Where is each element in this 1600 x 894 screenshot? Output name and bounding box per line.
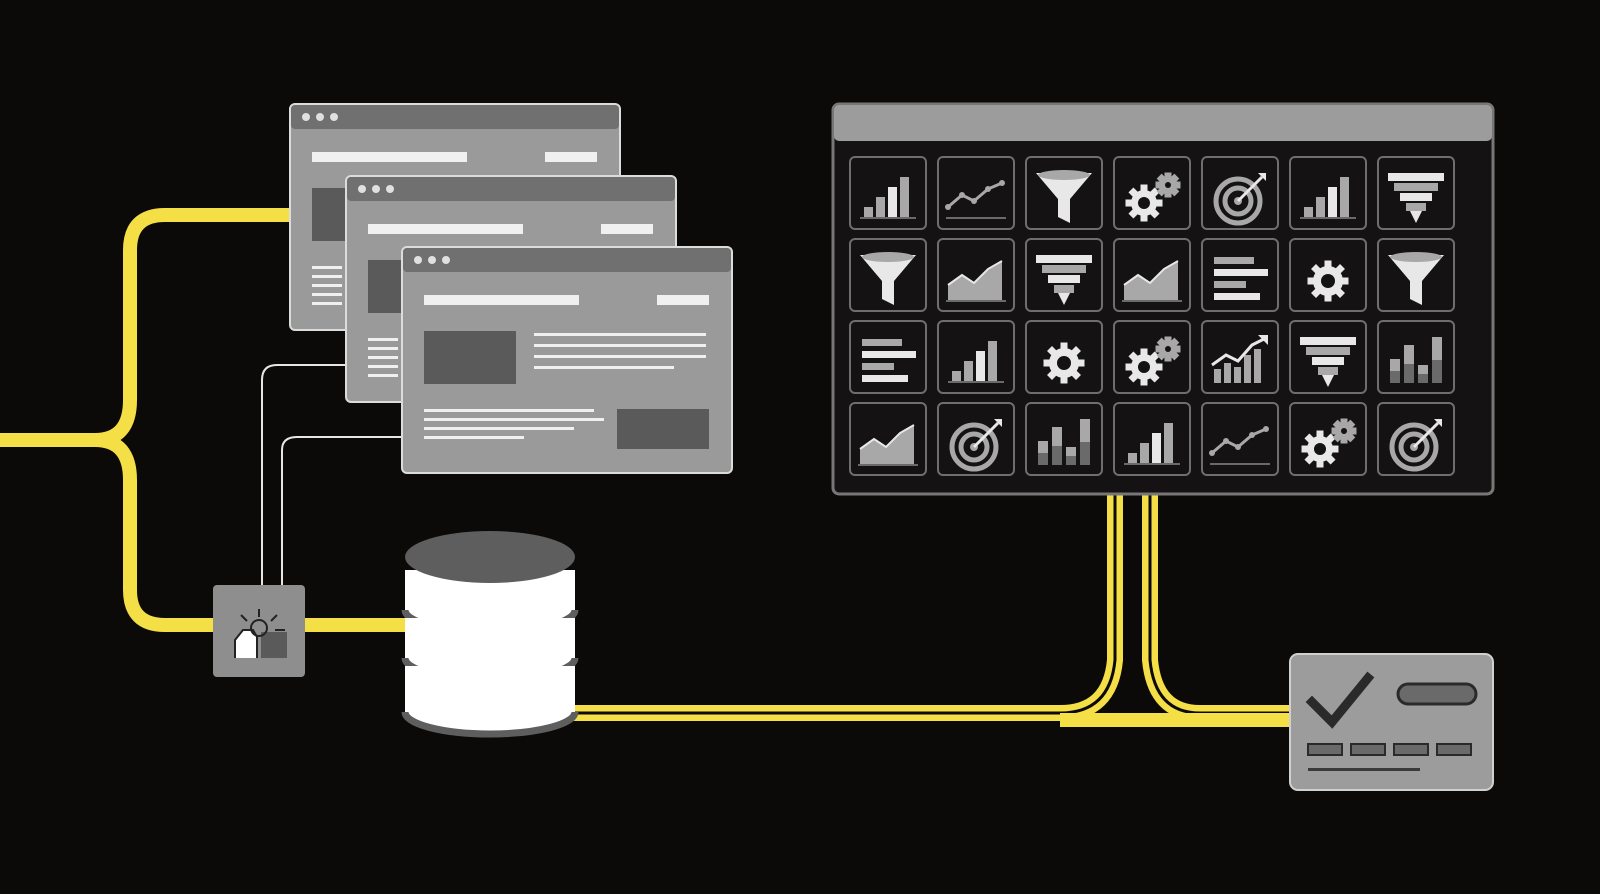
dashboard-tile [937,156,1015,230]
dashboard-tile [1377,402,1455,476]
funnel-icon [860,252,916,305]
database [401,531,579,738]
line-chart-icon [1209,426,1270,465]
dashboard-tile [1377,238,1455,312]
dashboard-tile [937,238,1015,312]
dashboard-tile [1201,156,1279,230]
dashboard-tile [937,402,1015,476]
funnel-striped-icon [1036,255,1092,305]
signal-node-icon [213,585,305,677]
white-line-lower [281,436,403,585]
dashboard-tile [937,320,1015,394]
line-chart-icon [945,180,1006,219]
bar-chart-icon [1124,423,1180,465]
window-dot-icon [428,256,436,264]
dashboard-tile [1201,402,1279,476]
yellow-line-to-node [0,433,215,632]
dashboard-tile [1025,402,1103,476]
window-dot-icon [330,113,338,121]
status-card-body [1289,653,1494,791]
window-dot-icon [358,185,366,193]
list-icon [1214,257,1268,300]
funnel-icon [1388,252,1444,305]
connectors [0,208,1290,727]
dashboard-panel [831,102,1495,496]
dashboard-tile [1113,320,1191,394]
arrow-up-icon [1113,688,1129,700]
browser-window-front [401,246,733,474]
dashboard-tile [1289,238,1367,312]
area-chart-icon [1122,260,1182,302]
dashboard-tile [1113,238,1191,312]
dashboard-tile [1113,156,1191,230]
dashboard-tile [1289,402,1367,476]
target-icon [1213,173,1266,226]
funnel-striped-icon [1300,337,1356,387]
dashboard-tile [1025,320,1103,394]
bar-chart-icon [1300,177,1356,219]
dashboard-tile [1201,320,1279,394]
status-card [1289,653,1494,791]
yellow-line-to-windows [0,208,295,447]
yellow-line-dashboard-card [1142,495,1290,721]
connector-node [213,585,305,677]
dashboard-tile [1025,156,1103,230]
dashboard-title-bar [834,105,1492,141]
browser-windows [289,103,733,474]
dashboard-tile [1113,402,1191,476]
area-chart-icon [946,260,1006,302]
bar-trend-icon [1211,335,1268,383]
dashboard-tile [1289,320,1367,394]
list-icon [862,339,916,382]
stacked-bars-icon [1038,419,1090,465]
gear-icon [1043,342,1085,384]
dashboard-tile [849,238,927,312]
window-dot-icon [302,113,310,121]
window-dot-icon [386,185,394,193]
checkmark-icon [1305,671,1375,729]
dashboard-tile [1377,156,1455,230]
window-dot-icon [414,256,422,264]
dashboard-tile [1201,238,1279,312]
stacked-bars-icon [1390,337,1442,383]
window-dot-icon [442,256,450,264]
target-icon [949,419,1002,472]
dashboard-tile [849,156,927,230]
dashboard-tile [1025,238,1103,312]
white-line-upper [261,364,348,585]
bar-chart-icon [948,341,1004,383]
target-icon [1389,419,1442,472]
gear-icon [1307,260,1349,302]
bar-chart-icon [860,177,916,219]
dashboard-tile [849,402,927,476]
yellow-line-db-dashboard [560,495,1123,721]
dashboard-tile [849,320,927,394]
funnel-icon [1036,170,1092,223]
dashboard-tile [1289,156,1367,230]
window-dot-icon [372,185,380,193]
dashboard-tile [1377,320,1455,394]
funnel-striped-icon [1388,173,1444,223]
database-icon [401,531,579,738]
window-dot-icon [316,113,324,121]
area-chart-icon [858,424,918,466]
